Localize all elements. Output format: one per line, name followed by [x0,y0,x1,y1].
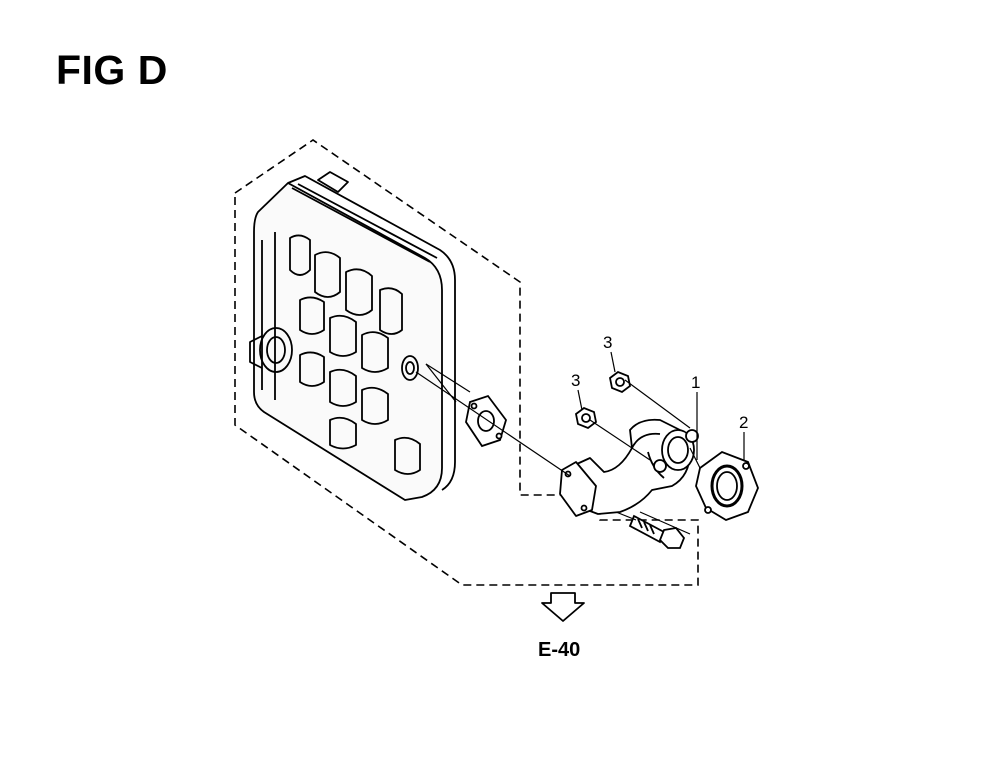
nut-upper [609,370,631,394]
callout-leaders [577,351,745,460]
down-arrow-icon [541,592,585,622]
callout-label-2: 2 [739,413,748,432]
callout-label-3-lower: 3 [571,371,580,390]
muffler-gasket [465,394,507,448]
exhaust-gasket [695,450,759,521]
figure-title: FIG D [56,47,168,93]
callout-label-1: 1 [691,373,700,392]
assembly-lines [415,363,701,535]
assembly-boundary-dashed [234,139,699,586]
muffler-body [249,171,456,501]
nut-lower [575,406,597,430]
callout-label-3-upper: 3 [603,333,612,352]
flange-bolt [628,514,686,549]
figure-reference-link[interactable]: E-40 [538,639,580,661]
exhaust-elbow-pipe [559,418,699,517]
